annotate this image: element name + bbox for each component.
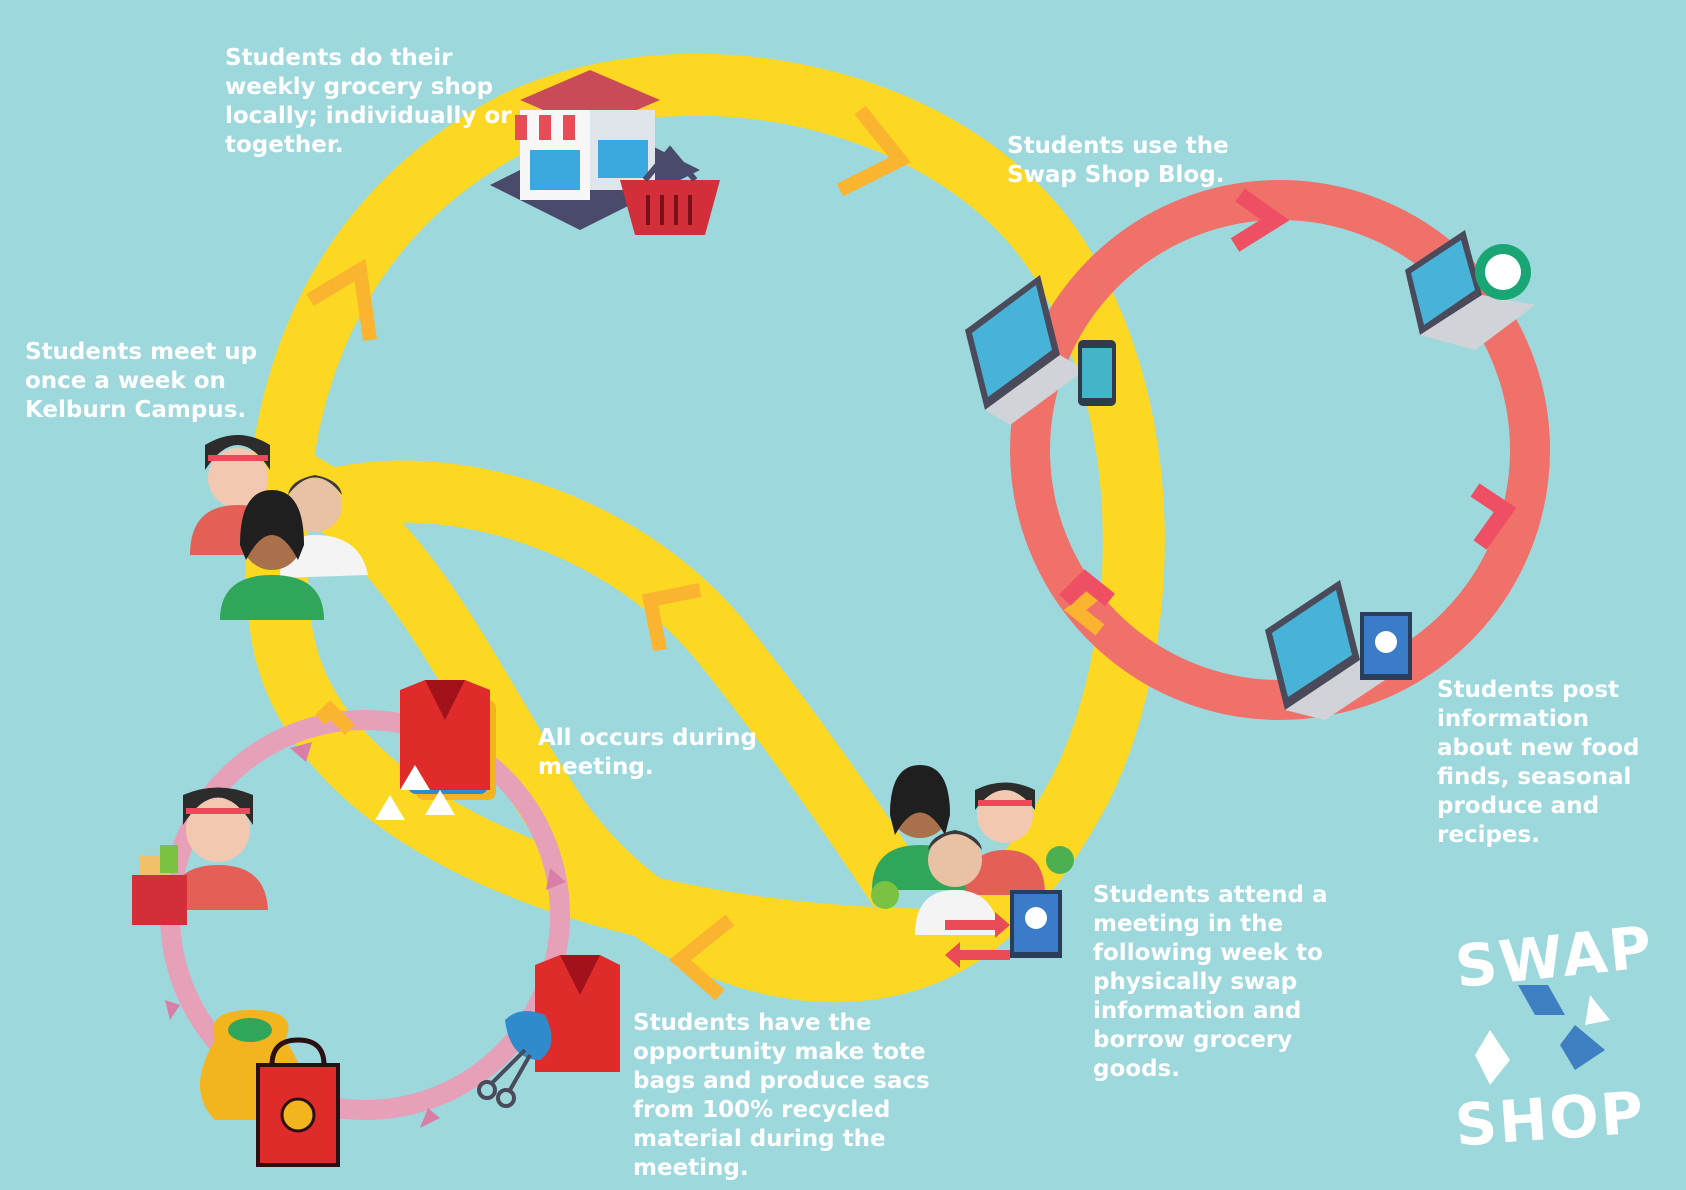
students-group-icon bbox=[190, 435, 368, 620]
yellow-arrow-bottom bbox=[669, 914, 735, 1001]
grocery-bag-icon bbox=[132, 845, 187, 925]
chat-bubble-icon bbox=[1475, 244, 1531, 300]
yellow-arrows bbox=[306, 105, 1105, 1001]
phone-icon bbox=[1078, 340, 1116, 406]
shirt-icon bbox=[400, 680, 496, 800]
swap-arrows-icon bbox=[945, 912, 1010, 968]
recipe-book-icon bbox=[1360, 612, 1412, 680]
shirt-icon-2 bbox=[535, 955, 620, 1072]
coral-loop bbox=[1010, 180, 1550, 720]
pink-arrow-4 bbox=[165, 1000, 180, 1020]
coral-arrow-right bbox=[1470, 483, 1517, 550]
label-post-info: Students post information about new food… bbox=[1437, 677, 1640, 848]
yellow-arrow-left bbox=[306, 258, 377, 341]
laptop-icon bbox=[965, 275, 1085, 425]
recycle-icon bbox=[375, 765, 455, 820]
yellow-arrow-middle bbox=[641, 583, 702, 652]
pink-arrow-1 bbox=[290, 742, 312, 762]
fabric-icon bbox=[505, 1011, 552, 1060]
logo-shop-text: SHOP bbox=[1452, 1078, 1648, 1160]
pink-arrow-2 bbox=[546, 868, 566, 890]
label-meet-up: Students meet up once a week on Kelburn … bbox=[25, 339, 258, 423]
coral-arrows bbox=[1059, 188, 1517, 607]
yellow-arrow-right bbox=[1063, 584, 1105, 636]
label-swap-blog: Students use the Swap Shop Blog. bbox=[1007, 133, 1229, 188]
label-attend-meeting: Students attend a meeting in the followi… bbox=[1093, 882, 1328, 1082]
label-grocery-shop: Students do their weekly grocery shop lo… bbox=[225, 45, 512, 158]
recycle-logo-icon bbox=[1475, 985, 1610, 1085]
label-all-occurs: All occurs during meeting. bbox=[538, 725, 757, 780]
laptop-icon-2 bbox=[1405, 230, 1535, 350]
basket-icon bbox=[620, 145, 720, 235]
coral-arrow-top bbox=[1230, 188, 1290, 252]
store-icon bbox=[490, 70, 700, 230]
recipe-book-icon-2 bbox=[1010, 890, 1062, 958]
pink-arrows bbox=[165, 742, 566, 1128]
scissors-icon bbox=[477, 1048, 532, 1108]
yellow-arrow-top bbox=[836, 105, 911, 197]
coral-arrow-left bbox=[1059, 569, 1115, 607]
yellow-arrow-lower-left bbox=[315, 700, 355, 735]
label-tote-bags: Students have the opportunity make tote … bbox=[633, 1010, 930, 1181]
student-with-groceries-icon bbox=[170, 787, 268, 910]
tote-bag-icon bbox=[256, 1037, 340, 1167]
pink-arrow-3 bbox=[420, 1108, 440, 1128]
